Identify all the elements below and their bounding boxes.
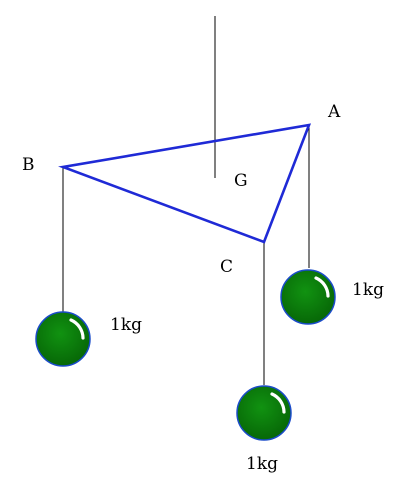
ball-b	[35, 311, 91, 367]
label-a: A	[327, 102, 341, 122]
label-b: B	[22, 155, 35, 175]
ball-c	[236, 385, 292, 441]
triangle-abc	[58, 123, 312, 244]
ball-a	[280, 269, 336, 325]
label-g: G	[234, 171, 248, 191]
mass-label-b: 1kg	[110, 315, 142, 335]
mass-label-a: 1kg	[352, 280, 384, 300]
label-c: C	[220, 257, 233, 277]
mass-label-c: 1kg	[246, 454, 278, 474]
